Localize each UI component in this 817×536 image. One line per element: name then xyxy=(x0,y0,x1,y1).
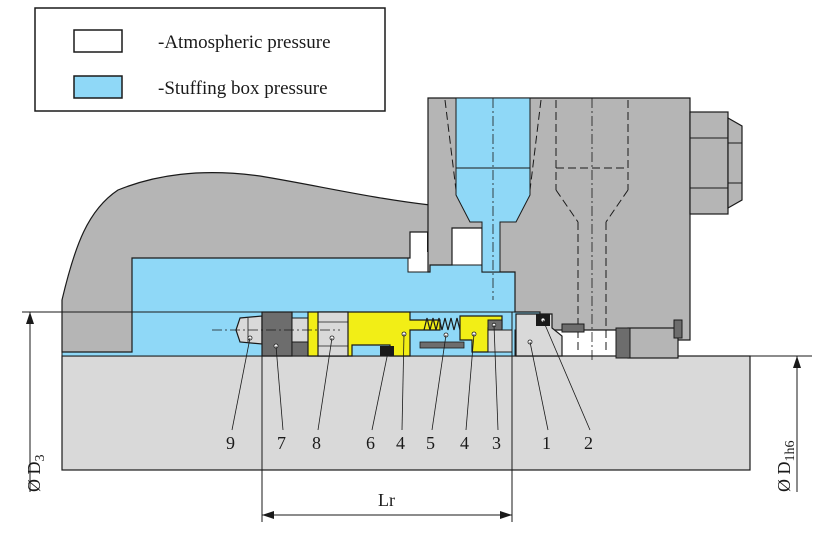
shaft xyxy=(61,355,751,471)
part-1-stationary-seat xyxy=(515,313,563,357)
seal-housing xyxy=(61,172,431,353)
dimension-lr-label: Lr xyxy=(378,490,395,510)
sleeve-collar xyxy=(615,319,683,359)
part-label-7: 7 xyxy=(277,433,286,453)
dimension-d1h6-label: Ø D1h6 xyxy=(774,441,798,493)
part-label-3: 3 xyxy=(492,433,501,453)
part-label-4b: 4 xyxy=(460,433,469,453)
gland-bolt-nut xyxy=(689,111,743,215)
part-6-oring xyxy=(380,346,394,356)
part-label-2: 2 xyxy=(584,433,593,453)
dimension-d1h6: Ø D1h6 xyxy=(750,355,812,493)
part-callouts: 9 7 8 6 4 5 4 3 1 2 xyxy=(226,319,593,453)
dimension-lr: Lr xyxy=(261,312,513,522)
legend-label-stuffing-box: -Stuffing box pressure xyxy=(158,78,328,99)
legend-swatch-stuffing-box xyxy=(73,75,123,99)
part-label-8: 8 xyxy=(312,433,321,453)
part-8-drive-pin xyxy=(317,311,349,357)
part-label-1: 1 xyxy=(542,433,551,453)
part-label-5: 5 xyxy=(426,433,435,453)
part-label-6: 6 xyxy=(366,433,375,453)
legend-label-atmospheric: -Atmospheric pressure xyxy=(158,32,331,53)
dimension-d3-label: Ø D3 xyxy=(24,455,48,493)
part-label-4a: 4 xyxy=(396,433,405,453)
dimension-d3: Ø D3 xyxy=(22,311,515,493)
legend: -Atmospheric pressure -Stuffing box pres… xyxy=(34,7,386,112)
part-label-9: 9 xyxy=(226,433,235,453)
legend-swatch-atmospheric xyxy=(73,29,123,53)
